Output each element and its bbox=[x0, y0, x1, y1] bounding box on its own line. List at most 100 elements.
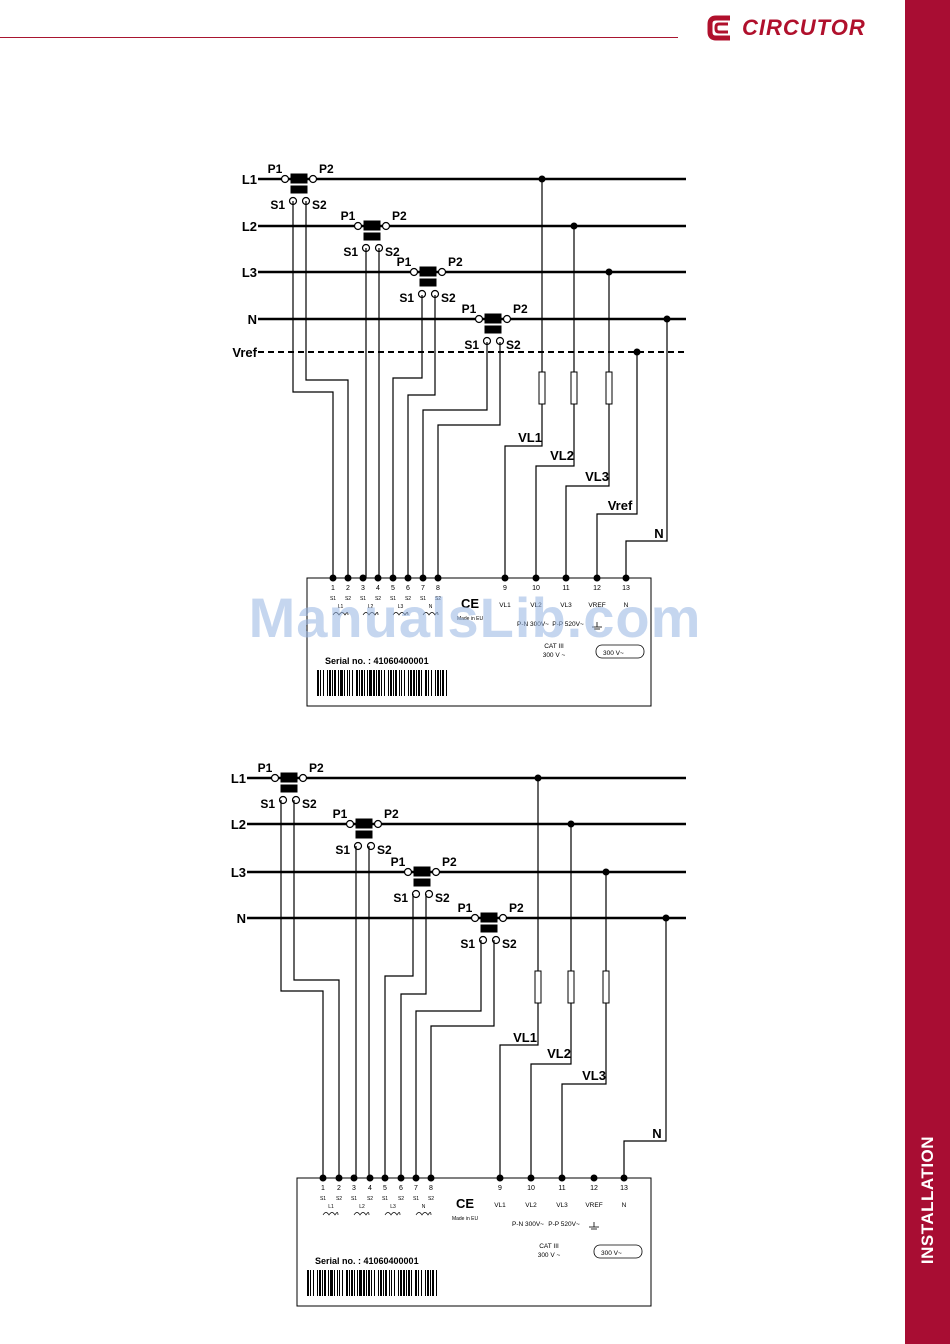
d2-ct-1-p2-terminal bbox=[298, 773, 308, 783]
d1-terminal-dot-4 bbox=[374, 574, 382, 582]
d1-ct-1-p2-terminal bbox=[308, 174, 318, 184]
d2-ct-4-p1-label: P1 bbox=[458, 901, 473, 915]
barcode-bar bbox=[421, 670, 422, 696]
d2-s1-mark: S1 bbox=[320, 1196, 326, 1202]
d2-s1-mark: S1 bbox=[351, 1196, 357, 1202]
d1-ct-wire-2 bbox=[305, 201, 349, 578]
d2-terminal-name: N bbox=[622, 1202, 627, 1209]
d2-ct-4-p1-terminal bbox=[470, 913, 480, 923]
d1-terminal-dot-1 bbox=[329, 574, 337, 582]
d1-ct-1-s1-label: S1 bbox=[270, 198, 285, 212]
d1-pp-rating: P-P 520V~ bbox=[552, 621, 584, 628]
d1-ct-4-core-bottom bbox=[484, 325, 502, 334]
barcode-bar bbox=[361, 670, 363, 696]
d1-terminal-number: 1 bbox=[331, 585, 335, 592]
d1-line-label: N bbox=[248, 312, 257, 327]
d1-coil-symbol bbox=[332, 612, 349, 616]
d2-ct-4-core-bottom bbox=[480, 924, 498, 933]
d2-terminal-number: 2 bbox=[337, 1185, 341, 1192]
d1-ct-4-s1-label: S1 bbox=[464, 338, 479, 352]
d1-pn-rating: P-N 300V~ bbox=[517, 621, 549, 628]
d1-terminal-name: VL2 bbox=[530, 602, 542, 609]
d2-terminal-dot-1 bbox=[319, 1174, 327, 1182]
d2-terminal-dot-6 bbox=[397, 1174, 405, 1182]
d1-ct-channel-label: N bbox=[429, 604, 433, 610]
barcode-bar bbox=[431, 670, 432, 696]
d1-ct-wire-7 bbox=[422, 342, 488, 578]
d2-device-label-box bbox=[296, 1177, 652, 1307]
d2-ct-1-s2-label: S2 bbox=[302, 797, 317, 811]
d2-ct-1-p1-label: P1 bbox=[258, 761, 273, 775]
d2-ct-channel-label: L2 bbox=[359, 1204, 365, 1210]
barcode-bar bbox=[310, 1270, 311, 1296]
d1-ct-channel-label: L3 bbox=[398, 604, 404, 610]
d1-ct-2-s1-label: S1 bbox=[343, 245, 358, 259]
d2-coil-symbol bbox=[353, 1212, 370, 1216]
d1-line-label: L1 bbox=[242, 172, 257, 187]
barcode-bar bbox=[432, 1270, 434, 1296]
d1-terminal-number: 7 bbox=[421, 585, 425, 592]
d2-fuse-3 bbox=[602, 970, 610, 1004]
d2-terminal-number: 11 bbox=[558, 1185, 565, 1192]
d2-terminal-number: 9 bbox=[498, 1185, 502, 1192]
barcode-bar bbox=[332, 670, 333, 696]
d2-cat-rating: CAT III bbox=[539, 1243, 559, 1250]
barcode-bar bbox=[440, 670, 441, 696]
d2-ct-2-p1-terminal bbox=[345, 819, 355, 829]
d2-serial-number: Serial no. : 41060400001 bbox=[315, 1256, 419, 1266]
barcode-bar bbox=[427, 1270, 429, 1296]
barcode-bar bbox=[351, 1270, 353, 1296]
watermark: ManualsLib.com bbox=[248, 586, 702, 649]
brand-name: CIRCUTOR bbox=[742, 15, 866, 40]
d2-fuse-1 bbox=[534, 970, 542, 1004]
barcode-bar bbox=[390, 670, 392, 696]
d1-ct-1-p1-label: P1 bbox=[268, 162, 283, 176]
d2-ct-channel-label: L1 bbox=[328, 1204, 334, 1210]
d1-voltage-badge-text: 300 V~ bbox=[603, 650, 624, 657]
d1-ct-2-core-bottom bbox=[363, 232, 381, 241]
d1-terminal-dot-3 bbox=[359, 574, 367, 582]
d1-terminal-dot-7 bbox=[419, 574, 427, 582]
d2-voltage-wire-label: VL1 bbox=[513, 1030, 537, 1045]
d1-tap-node-2 bbox=[570, 222, 578, 230]
d1-terminal-dot-11 bbox=[562, 574, 570, 582]
d1-terminal-number: 3 bbox=[361, 585, 365, 592]
d2-voltage-badge bbox=[593, 1244, 643, 1259]
barcode-bar bbox=[418, 670, 420, 696]
d2-terminal-number: 4 bbox=[368, 1185, 372, 1192]
barcode-bar bbox=[346, 1270, 348, 1296]
barcode-bar bbox=[354, 1270, 355, 1296]
d2-s2-mark: S2 bbox=[398, 1196, 404, 1202]
barcode-bar bbox=[442, 670, 444, 696]
d1-barcode bbox=[317, 670, 447, 696]
barcode-bar bbox=[324, 1270, 326, 1296]
d1-terminal-dot-2 bbox=[344, 574, 352, 582]
d2-ct-wire-1 bbox=[280, 800, 324, 1178]
d1-cat-voltage: 300 V ~ bbox=[543, 652, 566, 659]
d1-terminal-number: 8 bbox=[436, 585, 440, 592]
d2-ct-1-p2-label: P2 bbox=[309, 761, 324, 775]
d1-voltage-wire-1 bbox=[504, 179, 543, 578]
d2-tap-node-3 bbox=[602, 868, 610, 876]
d1-voltage-wire-label: VL3 bbox=[585, 469, 609, 484]
d1-terminal-dot-5 bbox=[389, 574, 397, 582]
barcode-bar bbox=[322, 1270, 323, 1296]
d2-ct-wire-5 bbox=[384, 894, 414, 1178]
barcode-bar bbox=[374, 1270, 375, 1296]
d2-terminal-dot-5 bbox=[381, 1174, 389, 1182]
barcode-bar bbox=[364, 670, 365, 696]
d2-coil-symbol bbox=[384, 1212, 401, 1216]
barcode-bar bbox=[337, 1270, 338, 1296]
barcode-bar bbox=[359, 1270, 362, 1296]
d2-ct-3-p2-terminal bbox=[431, 867, 441, 877]
barcode-bar bbox=[327, 670, 328, 696]
d1-terminal-name: VREF bbox=[588, 602, 605, 609]
d2-ct-wire-2 bbox=[293, 800, 340, 1178]
d2-terminal-dot-3 bbox=[350, 1174, 358, 1182]
d1-ct-1-p1-terminal bbox=[280, 174, 290, 184]
d2-terminal-name: VL3 bbox=[556, 1202, 568, 1209]
barcode-bar bbox=[408, 670, 409, 696]
d2-terminal-dot-12 bbox=[590, 1174, 598, 1182]
d1-line-label: Vref bbox=[232, 345, 257, 360]
d1-ct-channel-label: L2 bbox=[368, 604, 374, 610]
